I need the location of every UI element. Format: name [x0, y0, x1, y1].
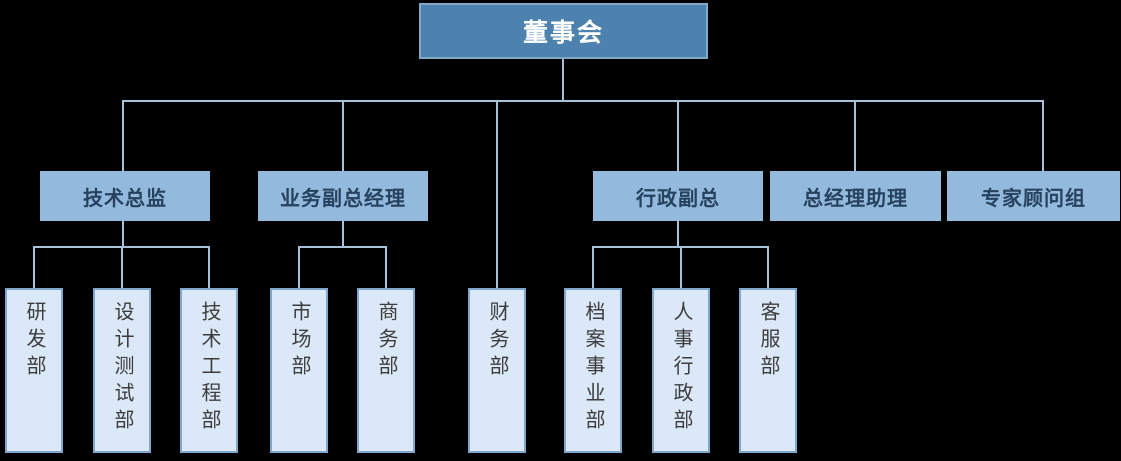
org-node-board[interactable]: 董事会 — [419, 3, 708, 59]
dept-label: 人事行政部 — [670, 301, 692, 436]
connector-drop-tech — [122, 100, 124, 171]
org-node-design-test-dept[interactable]: 设计测试部 — [93, 288, 151, 453]
connector-stem-business — [342, 221, 344, 246]
org-node-admin-deputy[interactable]: 行政副总 — [593, 171, 763, 221]
org-node-customer-service-dept[interactable]: 客服部 — [739, 288, 797, 453]
connector-drop-marketing — [298, 246, 300, 288]
org-node-business-deputy[interactable]: 业务副总经理 — [258, 171, 428, 221]
connector-drop-assistant — [854, 100, 856, 171]
org-node-tech-director[interactable]: 技术总监 — [40, 171, 210, 221]
connector-drop-hr — [680, 246, 682, 288]
org-node-gm-assistant[interactable]: 总经理助理 — [770, 171, 941, 221]
connector-stem-tech — [122, 221, 124, 246]
connector-drop-engineering — [208, 246, 210, 288]
dept-label: 设计测试部 — [111, 301, 133, 436]
connector-stem-admin — [677, 221, 679, 246]
connector-drop-rd — [33, 246, 35, 288]
connector-drop-design — [121, 246, 123, 288]
dept-label: 市场部 — [288, 301, 310, 382]
connector-drop-archives — [592, 246, 594, 288]
dept-label: 研发部 — [23, 301, 45, 382]
org-node-finance-dept[interactable]: 财务部 — [468, 288, 526, 453]
org-node-archives-dept[interactable]: 档案事业部 — [564, 288, 622, 453]
dept-label: 客服部 — [757, 301, 779, 382]
dept-label: 商务部 — [375, 301, 397, 382]
connector-drop-advisors — [1042, 100, 1044, 171]
connector-level1-rail — [122, 100, 1044, 102]
connector-rail-business — [298, 246, 387, 248]
org-node-expert-advisors[interactable]: 专家顾问组 — [947, 171, 1120, 221]
connector-root-stem — [562, 59, 564, 100]
connector-drop-commerce — [385, 246, 387, 288]
org-node-marketing-dept[interactable]: 市场部 — [270, 288, 328, 453]
connector-drop-finance — [496, 100, 498, 288]
connector-drop-service — [767, 246, 769, 288]
dept-label: 财务部 — [486, 301, 508, 382]
dept-label: 档案事业部 — [582, 301, 604, 436]
connector-drop-business — [342, 100, 344, 171]
org-node-rd-dept[interactable]: 研发部 — [5, 288, 63, 453]
org-node-commerce-dept[interactable]: 商务部 — [357, 288, 415, 453]
connector-drop-admin — [677, 100, 679, 171]
org-node-tech-engineering-dept[interactable]: 技术工程部 — [180, 288, 238, 453]
org-node-hr-admin-dept[interactable]: 人事行政部 — [652, 288, 710, 453]
dept-label: 技术工程部 — [198, 301, 220, 436]
